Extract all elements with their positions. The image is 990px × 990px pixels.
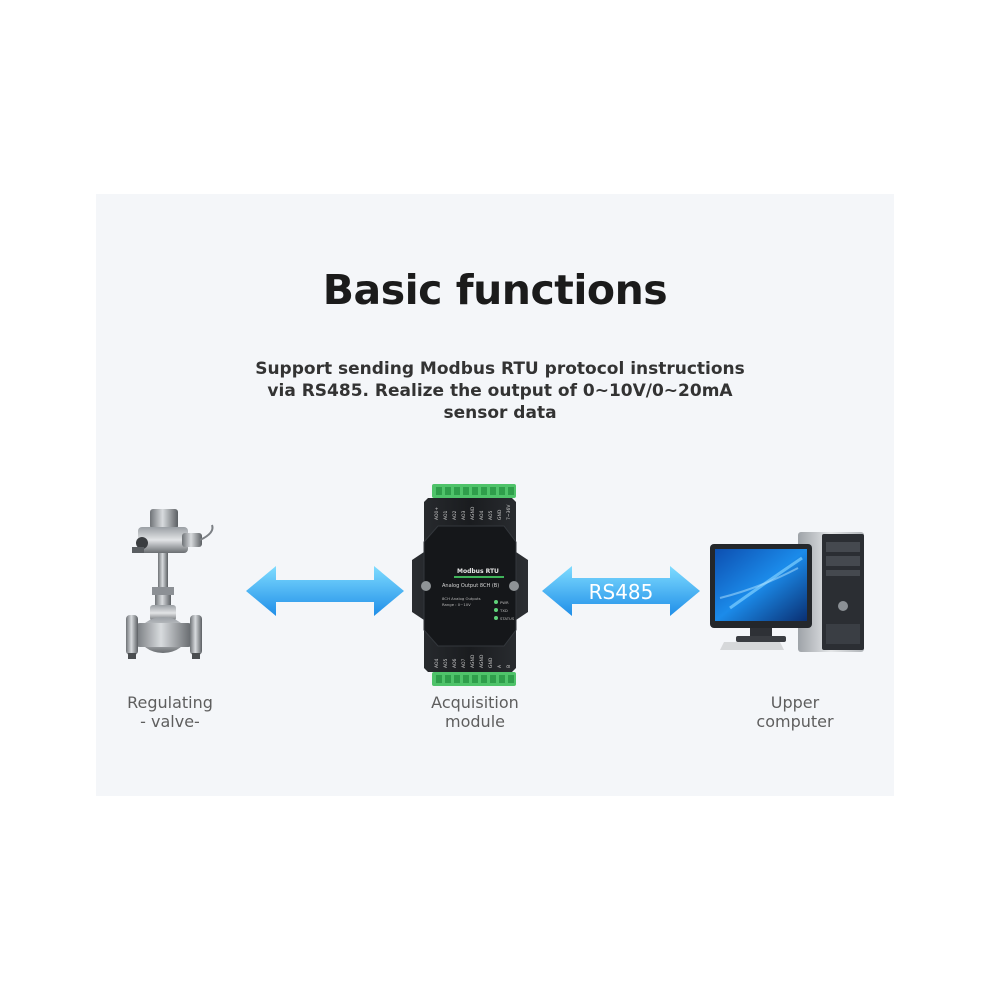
subtitle-line-3: sensor data <box>443 403 557 423</box>
led-icon <box>494 608 498 612</box>
top-pin-label: AO2 <box>452 510 458 520</box>
top-pin-label: AO4 <box>479 510 485 520</box>
led-label: TXD <box>499 608 508 613</box>
bidirectional-arrow-icon <box>246 566 404 616</box>
bottom-pin-label: B <box>506 665 512 668</box>
led-label: PWR <box>500 600 509 605</box>
device-title: Modbus RTU <box>457 568 499 575</box>
regulating-valve-icon <box>126 509 214 659</box>
valve-label-line-2: - valve- <box>140 712 200 731</box>
computer-label-line-2: computer <box>756 712 834 731</box>
rs485-connection-arrow: RS485 <box>542 566 700 616</box>
connection-label: RS485 <box>589 580 654 604</box>
valve-label: Regulating - valve- <box>95 693 245 731</box>
computer-label-line-1: Upper <box>770 693 820 712</box>
led-icon <box>494 616 498 620</box>
top-pin-label: AO3 <box>461 510 467 520</box>
page-subtitle: Support sending Modbus RTU protocol inst… <box>230 358 770 424</box>
desktop-computer-icon <box>710 532 864 652</box>
led-label: STATUS <box>500 616 515 621</box>
page-title: Basic functions <box>322 266 668 314</box>
subtitle-line-2: via RS485. Realize the output of 0~10V/0… <box>267 381 733 401</box>
bottom-pin-label: AGND <box>479 654 485 668</box>
top-pin-label: AO1 <box>443 510 449 520</box>
valve-label-line-1: Regulating <box>127 693 213 712</box>
device-info-1: 8CH Analog Outputs <box>442 596 481 601</box>
top-pin-label: AGND <box>470 506 476 520</box>
bottom-pin-label: AO6 <box>452 658 458 668</box>
acquisition-module-icon: AO0+ AO1 AO2 AO3 AGND AO4 AO5 GND 7~36V … <box>412 484 528 686</box>
device-info-2: Range : 0~10V <box>442 602 471 607</box>
module-label-line-1: Acquisition <box>431 693 519 712</box>
computer-label: Upper computer <box>725 693 865 731</box>
bottom-pin-label: AO5 <box>443 658 449 668</box>
top-pin-label: GND <box>497 509 503 520</box>
bottom-pin-label: AO4 <box>434 658 440 668</box>
module-label: Acquisition module <box>405 693 545 731</box>
device-subtitle: Analog Output 8CH (B) <box>442 583 499 589</box>
bottom-pin-label: A <box>497 664 503 668</box>
bottom-pin-label: AGND <box>470 654 476 668</box>
bottom-pin-label: GND <box>488 657 494 668</box>
bidirectional-arrow-icon <box>542 566 700 616</box>
module-label-line-2: module <box>445 712 505 731</box>
top-pin-label: 7~36V <box>506 504 512 520</box>
bottom-pin-label: AO7 <box>461 658 467 668</box>
subtitle-line-1: Support sending Modbus RTU protocol inst… <box>255 359 745 379</box>
led-icon <box>494 600 498 604</box>
top-pin-label: AO5 <box>488 510 494 520</box>
top-pin-label: AO0+ <box>434 507 440 520</box>
